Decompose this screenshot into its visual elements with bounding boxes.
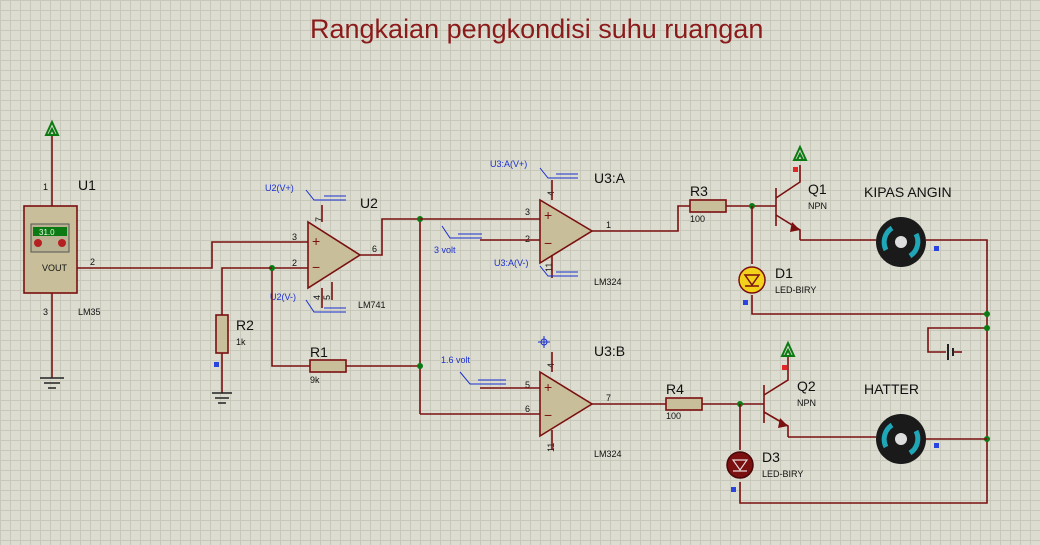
r4-resistor[interactable] <box>665 397 703 411</box>
u1-display: 31.0 <box>39 228 55 237</box>
u2-pin3: 3 <box>292 232 297 242</box>
u2-opamp[interactable]: + − <box>307 220 362 290</box>
u3a-ref: U3:A <box>594 170 626 186</box>
u1-ground-icon <box>40 377 64 389</box>
d1-part: LED-BIRY <box>775 285 816 295</box>
probe-1-6v: 1.6 volt <box>441 355 471 365</box>
u1-ref: U1 <box>78 177 96 193</box>
r3-ref: R3 <box>690 183 708 199</box>
d1-ref: D1 <box>775 265 793 281</box>
svg-text:−: − <box>544 235 552 251</box>
r2-ground-icon <box>212 392 232 404</box>
svg-text:−: − <box>544 407 552 423</box>
r4-ref: R4 <box>666 381 684 397</box>
u3b-ref: U3:B <box>594 343 625 359</box>
u2-pin5: 5 <box>322 295 332 300</box>
probe-u3a-vneg-icon <box>539 265 578 277</box>
u1-pin3: 3 <box>43 307 48 317</box>
crosshair-icon <box>538 336 550 348</box>
u3b-comparator[interactable]: + − <box>539 370 594 438</box>
svg-text:+: + <box>544 379 552 395</box>
probe-3v-icon <box>441 225 482 239</box>
u3a-comparator[interactable]: + − <box>539 198 594 265</box>
u2-pin6: 6 <box>372 244 377 254</box>
heater-label: HATTER <box>864 381 919 397</box>
wire-feedback <box>271 267 310 367</box>
probe-3v: 3 volt <box>434 245 456 255</box>
probe-1-6v-icon <box>459 371 506 385</box>
u3b-pin6: 6 <box>525 404 530 414</box>
q2-power-arrow-icon <box>780 340 796 357</box>
q1-transistor[interactable] <box>775 165 801 240</box>
u3b-pin4: 4 <box>546 363 556 368</box>
r1-resistor[interactable] <box>309 359 347 373</box>
u3a-pin4: 4 <box>546 191 556 196</box>
u3a-part: LM324 <box>594 277 622 287</box>
r2-ref: R2 <box>236 317 254 333</box>
q1-type: NPN <box>808 201 827 211</box>
u3a-pin2: 2 <box>525 234 530 244</box>
svg-text:+: + <box>544 207 552 223</box>
page-title: Rangkaian pengkondisi suhu ruangan <box>310 14 763 44</box>
battery-icon <box>947 344 954 360</box>
r4-value: 100 <box>666 411 681 421</box>
q2-transistor[interactable] <box>763 356 789 437</box>
u1-power-arrow-icon <box>44 119 60 136</box>
wire-u2-out <box>360 218 421 414</box>
fan-label: KIPAS ANGIN <box>864 184 952 200</box>
q2-ref: Q2 <box>797 378 816 394</box>
probe-u2-vneg: U2(V-) <box>270 292 296 302</box>
r3-value: 100 <box>690 214 705 224</box>
u2-ref: U2 <box>360 195 378 211</box>
wire-u1-u2 <box>77 241 308 269</box>
q2-type: NPN <box>797 398 816 408</box>
heater-motor-icon[interactable] <box>876 414 926 464</box>
probe-u3a-vneg: U3:A(V-) <box>494 258 529 268</box>
u1-vout-label: VOUT <box>42 263 68 273</box>
u3b-pin5: 5 <box>525 380 530 390</box>
r2-resistor[interactable] <box>215 314 229 354</box>
probe-u2-vpos-icon <box>305 189 346 201</box>
u3b-pin7: 7 <box>606 393 611 403</box>
u2-part: LM741 <box>358 300 386 310</box>
d3-led[interactable] <box>726 451 754 479</box>
r1-ref: R1 <box>310 344 328 360</box>
probe-u3a-vpos-icon <box>539 167 578 179</box>
u3a-pin1: 1 <box>606 220 611 230</box>
d3-ref: D3 <box>762 449 780 465</box>
u1-pin2: 2 <box>90 257 95 267</box>
r3-resistor[interactable] <box>689 199 727 213</box>
u2-pin7: 7 <box>314 217 324 222</box>
u2-pin4: 4 <box>312 295 322 300</box>
u1-part: LM35 <box>78 307 101 317</box>
u3b-part: LM324 <box>594 449 622 459</box>
u2-pin2: 2 <box>292 258 297 268</box>
u1-pin1: 1 <box>43 182 48 192</box>
probe-u2-vpos: U2(V+) <box>265 183 294 193</box>
u3a-pin3: 3 <box>525 207 530 217</box>
u1-lm35-sensor[interactable]: 31.0 VOUT <box>23 205 78 294</box>
u3b-pin11: 11 <box>546 443 556 452</box>
probe-u2-vneg-icon <box>305 299 346 313</box>
svg-text:+: + <box>312 233 320 249</box>
r1-value: 9k <box>310 375 320 385</box>
svg-text:−: − <box>312 259 320 275</box>
probe-u3a-vpos: U3:A(V+) <box>490 159 527 169</box>
fan-motor-icon[interactable] <box>876 217 926 267</box>
q1-power-arrow-icon <box>792 144 808 161</box>
d1-led[interactable] <box>738 266 766 294</box>
r2-value: 1k <box>236 337 246 347</box>
q1-ref: Q1 <box>808 181 827 197</box>
d3-part: LED-BIRY <box>762 469 803 479</box>
u3a-pin11: 11 <box>544 263 554 272</box>
